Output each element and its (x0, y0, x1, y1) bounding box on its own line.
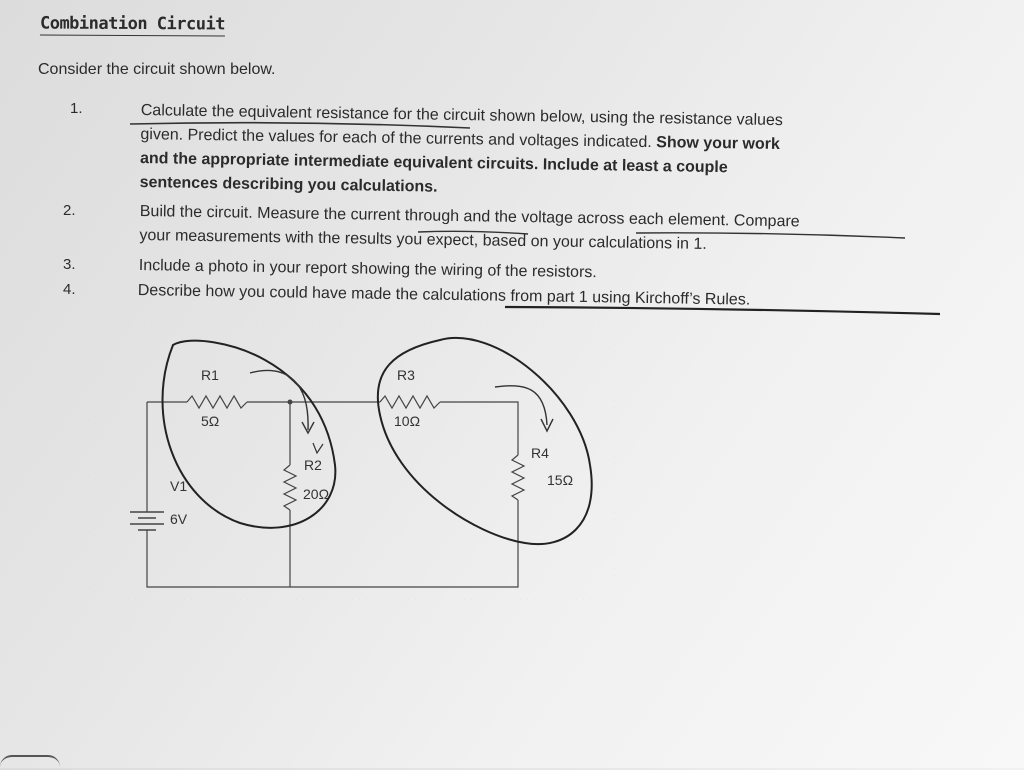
loop-right-annotation (376, 337, 593, 546)
loop-left-annotation (161, 339, 337, 529)
circuit-diagram: R1 5Ω R3 10Ω R2 20Ω R4 15Ω V1 6V (95, 325, 615, 600)
r1-name-label: R1 (201, 367, 219, 383)
intro-text: Consider the circuit shown below. (38, 61, 276, 78)
item-number-1: 1. (70, 100, 83, 117)
underline-current-through (417, 230, 529, 235)
r2-name-label: R2 (304, 457, 322, 473)
grid-border (95, 325, 615, 600)
r1-value-label: 5Ω (201, 413, 219, 429)
underline-kirchoff (504, 305, 941, 316)
arrow-r1-to-r2 (249, 369, 309, 431)
underline-voltage-across (635, 232, 906, 239)
r4-value-label: 15Ω (547, 472, 573, 488)
r3-value-label: 10Ω (394, 413, 420, 429)
r4-symbol (510, 454, 526, 501)
wire-bottom (146, 500, 519, 588)
item-number-2: 2. (63, 202, 76, 219)
wire-top-right (440, 401, 519, 455)
cutoff-handwriting (0, 755, 60, 770)
r1-symbol (186, 394, 248, 410)
v1-value-label: 6V (170, 511, 188, 527)
r4-name-label: R4 (531, 445, 549, 461)
r2-symbol (282, 464, 298, 511)
r3-symbol (379, 394, 441, 410)
arrow-head-r1-r2 (301, 421, 315, 435)
v1-name-label: V1 (170, 478, 187, 494)
arrow-head-r3-r4 (540, 418, 554, 433)
underline-calculate (129, 121, 471, 129)
r2-value-label: 20Ω (303, 486, 329, 502)
item-number-4: 4. (63, 281, 76, 298)
junction-top (287, 399, 293, 405)
r3-name-label: R3 (397, 367, 415, 383)
arrow-r3-to-r4 (494, 385, 548, 426)
item-number-3: 3. (63, 256, 76, 273)
arrow-tick-r2 (312, 442, 324, 455)
